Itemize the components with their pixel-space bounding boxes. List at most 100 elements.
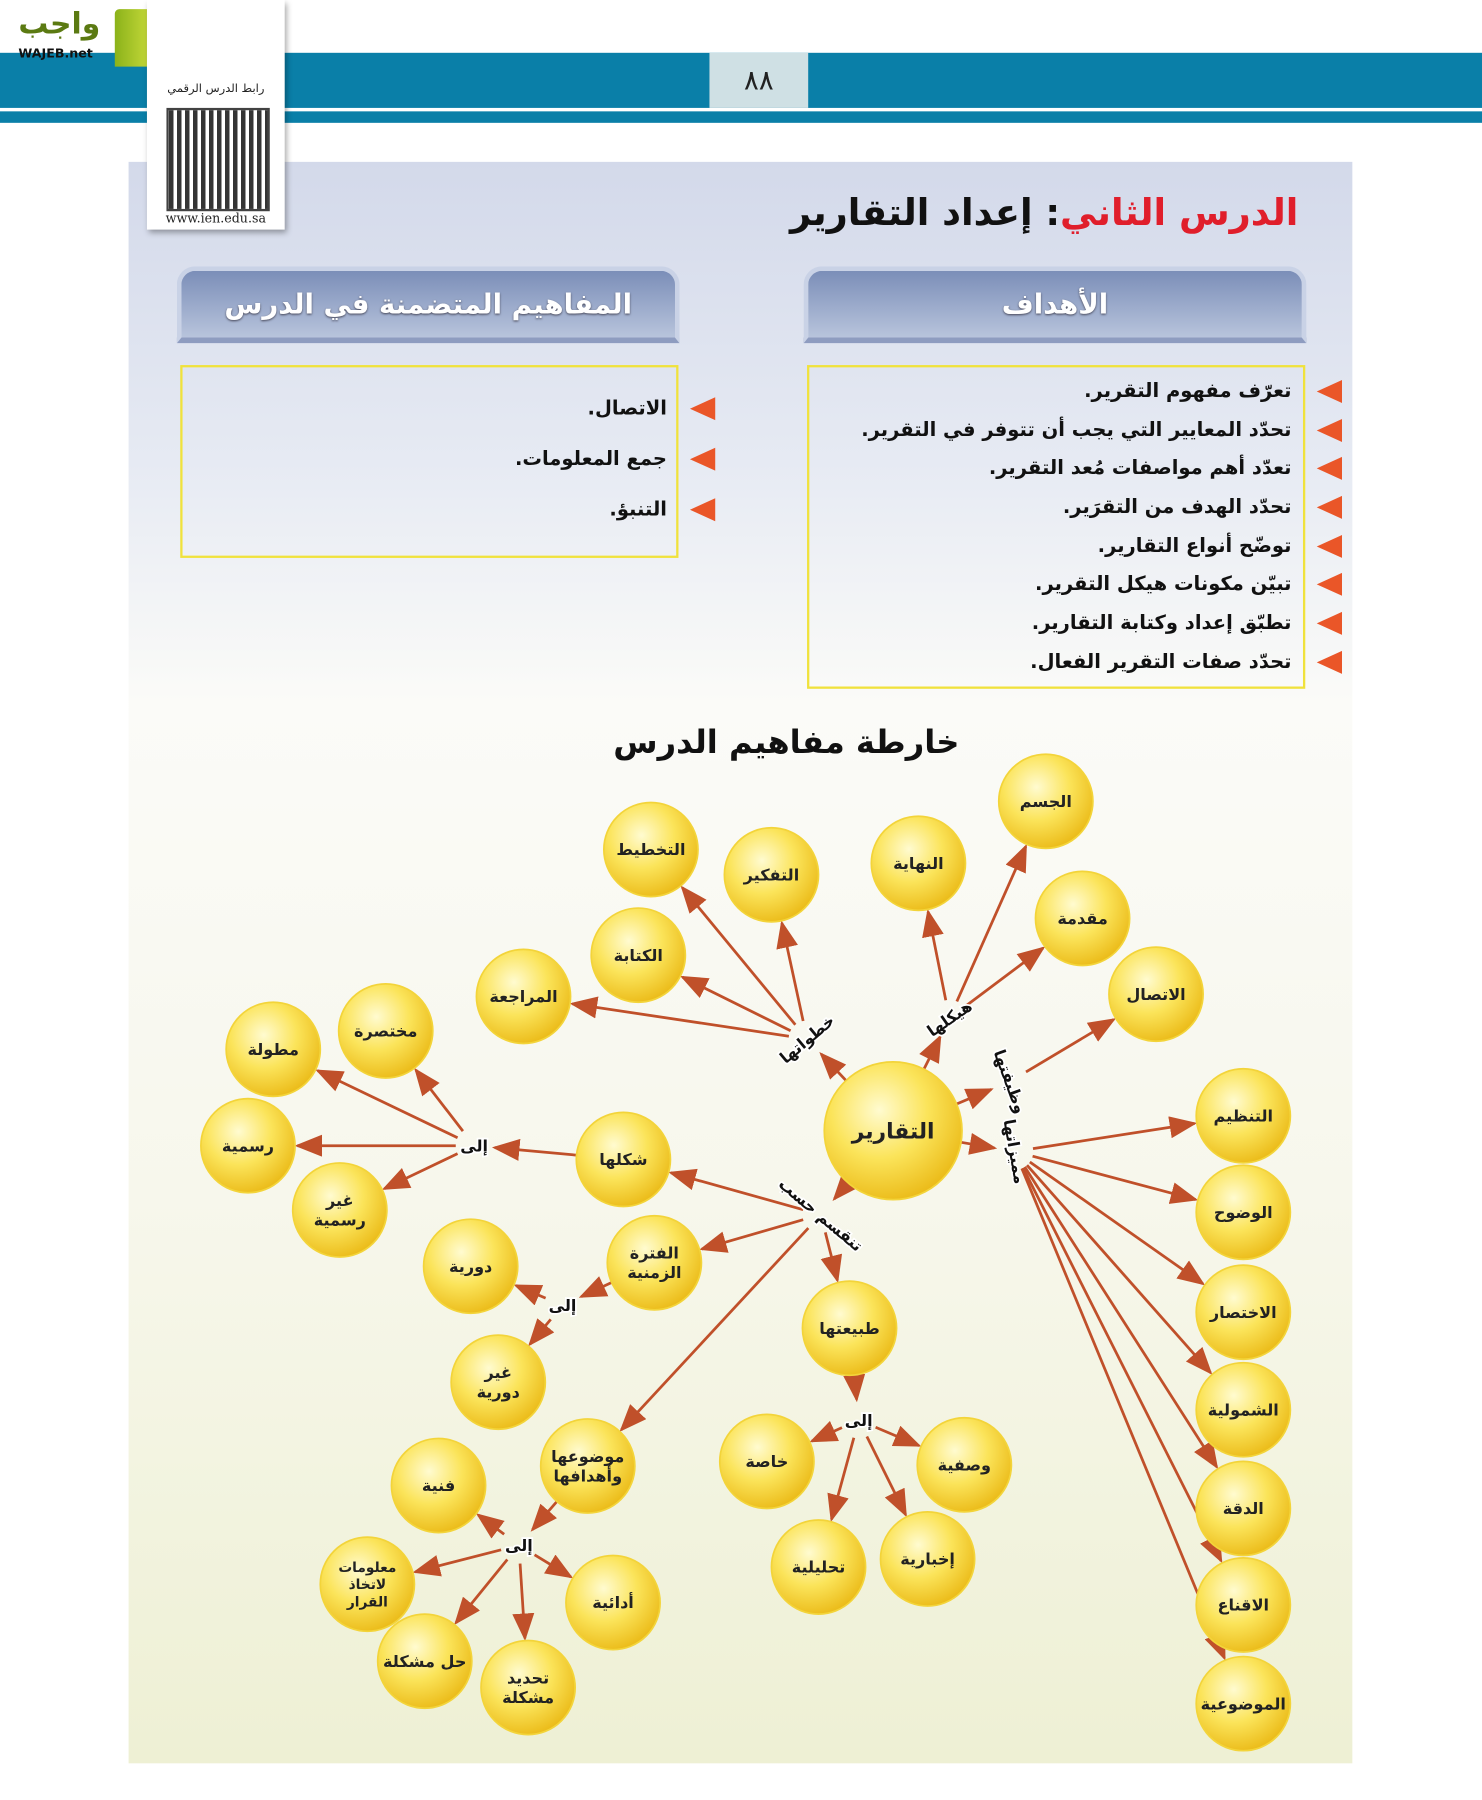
concept-node: خاصة <box>718 1413 815 1510</box>
concept-node: الشمولية <box>1195 1361 1292 1458</box>
list-item-text: التنبؤ. <box>609 498 667 522</box>
concept-node-label: الجسم <box>1020 792 1072 811</box>
concept-node: الاختصار <box>1195 1264 1292 1361</box>
concept-node-circle <box>823 1061 963 1201</box>
bullet-triangle-icon <box>1316 650 1343 674</box>
concept-arrow <box>1025 1164 1213 1375</box>
concept-arrow <box>680 885 797 1026</box>
qr-card[interactable]: رابط الدرس الرقمي www.ien.edu.sa <box>146 0 285 230</box>
concept-node-circle <box>337 982 434 1079</box>
concept-arrow <box>820 1232 843 1284</box>
concept-arrow <box>1032 1154 1199 1204</box>
bullet-triangle-icon <box>1316 611 1343 635</box>
concept-node: التخطيط <box>602 801 699 898</box>
concept-arrow <box>512 1563 535 1642</box>
concept-node-label: التفكير <box>743 865 800 884</box>
link-label: هيكلها <box>924 996 976 1040</box>
qr-label: رابط الدرس الرقمي <box>167 82 265 96</box>
concept-node: فنية <box>390 1437 487 1534</box>
concept-node-circle <box>1195 1264 1292 1361</box>
lesson-title: الدرس الثاني: إعداد التقارير <box>790 191 1298 235</box>
concept-node-label: فنية <box>422 1476 455 1495</box>
concept-node: المراجعة <box>475 948 572 1045</box>
objectives-list: تعرّف مفهوم التقرير. تحدّد المعايير التي … <box>814 372 1343 681</box>
list-item-text: تطبّق إعداد وكتابة التقارير. <box>1031 611 1292 635</box>
concept-arrow <box>919 1034 942 1070</box>
link-label: خطواتها <box>776 1011 838 1068</box>
concept-node-circle <box>1195 1067 1292 1164</box>
objectives-header: الأهداف <box>803 266 1307 344</box>
concept-node-circle <box>1108 946 1204 1043</box>
concept-node-label: دورية <box>449 1257 492 1276</box>
concept-node: مقدمة <box>1034 870 1131 967</box>
concepts-header: المفاهيم المتضمنة في الدرس <box>176 266 680 344</box>
concept-node-circle <box>1195 1361 1292 1458</box>
list-item-text: جمع المعلومات. <box>514 447 667 471</box>
concept-arrow <box>865 1435 907 1518</box>
list-item-text: تحدّد الهدف من التقرَير. <box>1062 495 1292 519</box>
list-item: تعرّف مفهوم التقرير. <box>814 372 1343 411</box>
concept-node: الكتابة <box>590 907 687 1004</box>
concepts-list: الاتصال.جمع المعلومات.التنبؤ. <box>371 383 716 535</box>
concept-arrow <box>699 1218 804 1253</box>
concept-node-circle <box>590 907 687 1004</box>
concept-node-label: حل مشكلة <box>383 1652 466 1671</box>
concept-node: الاتصال <box>1108 946 1204 1043</box>
concept-arrow <box>414 1067 465 1132</box>
qr-code-icon[interactable] <box>166 107 270 212</box>
concept-arrow <box>1023 1166 1219 1470</box>
concept-arrow <box>843 1373 866 1403</box>
concept-node: شكلها <box>575 1111 672 1208</box>
list-item: التنبؤ. <box>371 484 716 535</box>
logo-arabic: واجب <box>18 6 101 42</box>
concept-arrow <box>1032 1116 1198 1150</box>
concept-node-label: الدقة <box>1223 1499 1264 1518</box>
concept-node-circle <box>390 1437 487 1534</box>
concept-node-label: الشمولية <box>1208 1400 1279 1419</box>
concept-node-circle <box>801 1280 898 1377</box>
concept-arrow <box>809 1420 843 1443</box>
concept-node: الاقناع <box>1195 1556 1292 1653</box>
concept-map-title: خارطة مفاهيم الدرس <box>613 723 960 762</box>
objectives-box <box>807 365 1306 689</box>
concept-node-label: الاتصال <box>1126 985 1185 1004</box>
list-item: تحدّد الهدف من التقرَير. <box>814 488 1343 527</box>
concept-node: دورية <box>422 1218 519 1315</box>
concept-arrow <box>832 1172 859 1202</box>
list-item-text: تبيّن مكونات هيكل التقرير. <box>1035 573 1292 597</box>
list-item-text: تحدّد المعايير التي يجب أن تتوفر في التق… <box>861 418 1292 442</box>
concept-node-label: التنظيم <box>1214 1106 1273 1125</box>
link-label: وظيفتها <box>990 1047 1031 1116</box>
concept-node-circle <box>291 1162 388 1258</box>
concept-node: التقارير <box>823 1061 963 1201</box>
concept-arrow <box>875 1425 922 1447</box>
concept-node: مطولة <box>225 1001 322 1098</box>
bullet-triangle-icon <box>1316 457 1343 481</box>
concept-node: الوضوح <box>1195 1164 1292 1261</box>
bullet-triangle-icon <box>689 397 716 421</box>
bullet-triangle-icon <box>689 447 716 471</box>
concept-node-label: التقارير <box>851 1119 935 1144</box>
concept-node-circle <box>225 1001 322 1098</box>
concept-arrow <box>513 1284 547 1306</box>
qr-url[interactable]: www.ien.edu.sa <box>165 211 266 227</box>
concept-node: رسمية <box>200 1097 296 1194</box>
concept-node-label: مطولة <box>248 1040 299 1059</box>
concept-node-circle <box>480 1639 577 1736</box>
concept-arrow <box>530 1500 558 1532</box>
link-label: إلى <box>549 1296 577 1315</box>
concept-arrow <box>680 975 792 1033</box>
link-label: إلى <box>845 1411 873 1430</box>
concept-node: تحليلية <box>770 1519 867 1615</box>
bullet-triangle-icon <box>1316 534 1343 558</box>
concept-node-label: طبيعتها <box>819 1319 880 1338</box>
bullet-triangle-icon <box>1316 495 1343 519</box>
concept-node-circle <box>1195 1460 1292 1557</box>
list-item: جمع المعلومات. <box>371 434 716 485</box>
